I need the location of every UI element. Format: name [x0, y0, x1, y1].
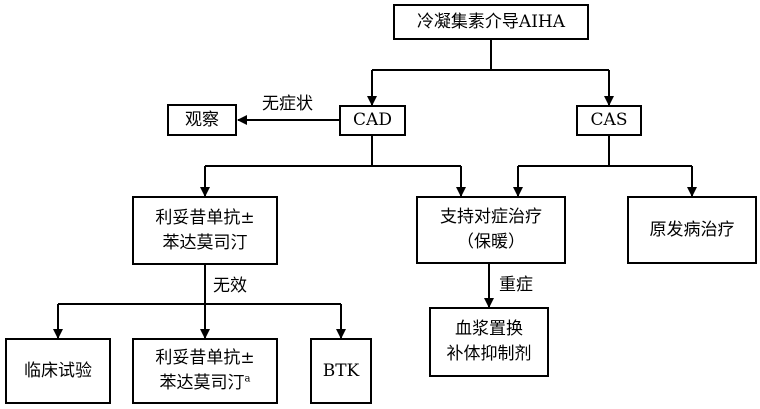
- node-supportive-line2: （保暖）: [457, 232, 525, 252]
- node-btk-text: BTK: [322, 360, 360, 381]
- node-rituximab-repeat-line2: 苯达莫司汀: [159, 373, 245, 393]
- node-root-text: 冷凝集素介导AIHA: [416, 11, 566, 32]
- connector-root-split: [372, 40, 609, 71]
- node-rituximab-repeat-line1: 利妥昔单抗±: [155, 348, 255, 368]
- node-btk: BTK: [310, 338, 372, 404]
- node-cad: CAD: [339, 105, 406, 136]
- node-root: 冷凝集素介导AIHA: [393, 4, 589, 40]
- node-primary-disease: 原发病治疗: [627, 196, 757, 264]
- node-cad-text: CAD: [353, 110, 392, 130]
- node-plasma-exchange: 血浆置换 补体抑制剂: [429, 307, 549, 377]
- node-rituximab-bendamustine: 利妥昔单抗± 苯达莫司汀: [132, 196, 278, 265]
- node-clinical-trial-text: 临床试验: [24, 360, 92, 381]
- connector-cad-split: [205, 136, 461, 167]
- node-clinical-trial: 临床试验: [5, 338, 111, 404]
- node-plasma-line2: 补体抑制剂: [446, 344, 532, 364]
- node-rituximab-line1: 利妥昔单抗±: [155, 207, 255, 228]
- node-primary-disease-text: 原发病治疗: [649, 219, 735, 240]
- node-rituximab-line2: 苯达莫司汀: [162, 232, 248, 253]
- node-supportive-line1: 支持对症治疗: [440, 207, 542, 227]
- footnote-marker: a: [244, 373, 251, 385]
- connector-cas-split: [518, 136, 692, 167]
- node-observe-text: 观察: [185, 109, 219, 130]
- connector-ineffective-split: [58, 265, 341, 305]
- node-observe: 观察: [167, 104, 237, 136]
- node-cas-text: CAS: [590, 110, 628, 130]
- edge-label-asymptomatic: 无症状: [262, 94, 313, 114]
- node-supportive-care: 支持对症治疗 （保暖）: [416, 196, 566, 264]
- node-plasma-line1: 血浆置换: [455, 319, 523, 339]
- node-cas: CAS: [576, 105, 642, 136]
- edge-label-severe: 重症: [499, 275, 533, 295]
- edge-label-ineffective: 无效: [213, 276, 247, 296]
- node-rituximab-bendamustine-repeat: 利妥昔单抗± 苯达莫司汀a: [132, 338, 278, 404]
